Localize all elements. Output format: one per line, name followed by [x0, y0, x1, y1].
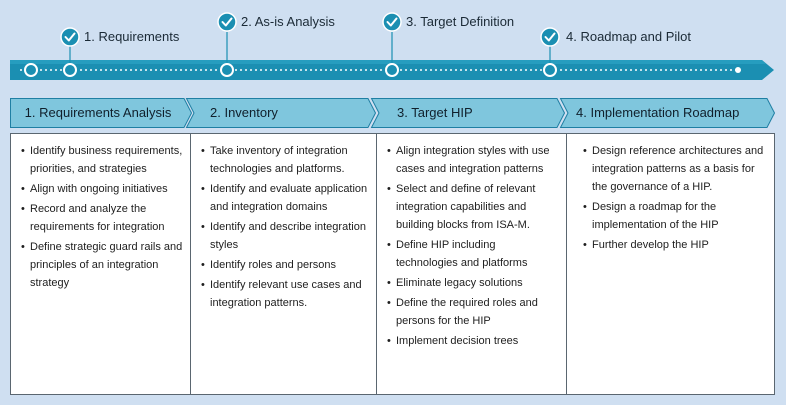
phase-header-requirements-analysis: 1. Requirements Analysis: [10, 98, 193, 128]
bullet-icon: •: [21, 183, 25, 195]
bullet-icon: •: [21, 145, 25, 157]
list-item-text: Align with ongoing initiatives: [30, 183, 168, 195]
list-item: • Design a roadmap for the implementation…: [583, 198, 768, 234]
list-item-text: Identify and describe integration styles: [210, 221, 366, 251]
check-icon: [60, 27, 80, 47]
list-item: • Select and define of relevant integrati…: [387, 180, 560, 234]
list-item: • Eliminate legacy solutions: [387, 274, 560, 292]
phase-title: 3. Target HIP: [397, 105, 473, 120]
bullet-icon: •: [201, 259, 205, 271]
phase-header-inventory: 2. Inventory: [185, 98, 377, 128]
list-item: • Define strategic guard rails and princi…: [21, 238, 184, 292]
milestone-label-requirements: 1. Requirements: [84, 29, 180, 44]
phase-header-implementation-roadmap: 4. Implementation Roadmap: [559, 98, 776, 128]
milestone-label-target-definition: 3. Target Definition: [406, 14, 515, 29]
list-item: • Further develop the HIP: [583, 236, 768, 254]
phase-item-list: • Identify business requirements, priorit…: [21, 142, 184, 292]
list-item-text: Further develop the HIP: [592, 239, 709, 251]
milestone-label-as-is-analysis: 2. As-is Analysis: [241, 14, 335, 29]
list-item: • Implement decision trees: [387, 332, 560, 350]
bullet-icon: •: [387, 239, 391, 251]
bullet-icon: •: [583, 239, 587, 251]
list-item: • Identify and evaluate application and i…: [201, 180, 370, 216]
check-icon: [382, 12, 402, 32]
list-item: • Identify business requirements, priorit…: [21, 142, 184, 178]
milestone-label-roadmap-and-pilot: 4. Roadmap and Pilot: [566, 29, 692, 44]
list-item-text: Define HIP including technologies and pl…: [396, 239, 528, 269]
bullet-icon: •: [201, 183, 205, 195]
list-item: • Take inventory of integration technolog…: [201, 142, 370, 178]
bullet-icon: •: [21, 241, 25, 253]
bullet-icon: •: [583, 145, 587, 157]
list-item-text: Identify roles and persons: [210, 259, 336, 271]
list-item: • Define HIP including technologies and p…: [387, 236, 560, 272]
timeline-start-dot: [24, 63, 38, 77]
chevron-shape: [185, 98, 377, 128]
list-item: • Design reference architectures and inte…: [583, 142, 768, 196]
list-item: • Identify relevant use cases and integra…: [201, 276, 370, 312]
bullet-icon: •: [387, 277, 391, 289]
milestone-node: [385, 63, 399, 77]
list-item-text: Define strategic guard rails and princip…: [30, 241, 183, 289]
list-item-text: Eliminate legacy solutions: [396, 277, 523, 289]
list-item-text: Define the required roles and persons fo…: [396, 297, 538, 327]
list-item: • Identify roles and persons: [201, 256, 370, 274]
list-item-text: Identify business requirements, prioriti…: [30, 145, 183, 175]
list-item-text: Identify and evaluate application and in…: [210, 183, 368, 213]
bullet-icon: •: [201, 279, 205, 291]
list-item-text: Design a roadmap for the implementation …: [592, 201, 719, 231]
list-item: • Record and analyze the requirements for…: [21, 200, 184, 236]
bullet-icon: •: [387, 335, 391, 347]
phase-title: 1. Requirements Analysis: [24, 105, 172, 120]
list-item: • Align with ongoing initiatives: [21, 180, 184, 198]
phase-header-target-hip: 3. Target HIP: [370, 98, 566, 128]
list-item-text: Design reference architectures and integ…: [592, 145, 764, 193]
list-item-text: Implement decision trees: [396, 335, 519, 347]
phase-title: 2. Inventory: [210, 105, 278, 120]
list-item-text: Select and define of relevant integratio…: [396, 183, 536, 231]
timeline: [10, 12, 774, 80]
phase-title: 4. Implementation Roadmap: [576, 105, 740, 120]
phase-item-list: • Take inventory of integration technolog…: [201, 142, 370, 312]
bullet-icon: •: [201, 221, 205, 233]
timeline-end-dot: [735, 67, 741, 73]
list-item: • Identify and describe integration style…: [201, 218, 370, 254]
list-item-text: Record and analyze the requirements for …: [30, 203, 165, 233]
bullet-icon: •: [21, 203, 25, 215]
chevron-shape: [370, 98, 566, 128]
timeline-arrow-shade: [10, 60, 766, 64]
phase-box-target-hip: • Align integration styles with use cases…: [376, 133, 567, 395]
list-item-text: Take inventory of integration technologi…: [210, 145, 348, 175]
bullet-icon: •: [583, 201, 587, 213]
bullet-icon: •: [201, 145, 205, 157]
list-item-text: Align integration styles with use cases …: [396, 145, 550, 175]
milestone-node: [220, 63, 234, 77]
milestone-node: [63, 63, 77, 77]
phase-item-list: • Align integration styles with use cases…: [387, 142, 560, 350]
phase-box-inventory: • Take inventory of integration technolog…: [190, 133, 377, 395]
phase-item-list: • Design reference architectures and inte…: [577, 142, 768, 254]
chevron-shape: [559, 98, 776, 128]
check-icon: [540, 27, 560, 47]
list-item: • Align integration styles with use cases…: [387, 142, 560, 178]
phase-box-requirements-analysis: • Identify business requirements, priorit…: [10, 133, 191, 395]
bullet-icon: •: [387, 183, 391, 195]
chevron-shape: [10, 98, 193, 128]
bullet-icon: •: [387, 145, 391, 157]
check-icon: [217, 12, 237, 32]
phase-box-implementation-roadmap: • Design reference architectures and inte…: [566, 133, 775, 395]
milestone-node: [543, 63, 557, 77]
list-item: • Define the required roles and persons f…: [387, 294, 560, 330]
list-item-text: Identify relevant use cases and integrat…: [210, 279, 362, 309]
bullet-icon: •: [387, 297, 391, 309]
